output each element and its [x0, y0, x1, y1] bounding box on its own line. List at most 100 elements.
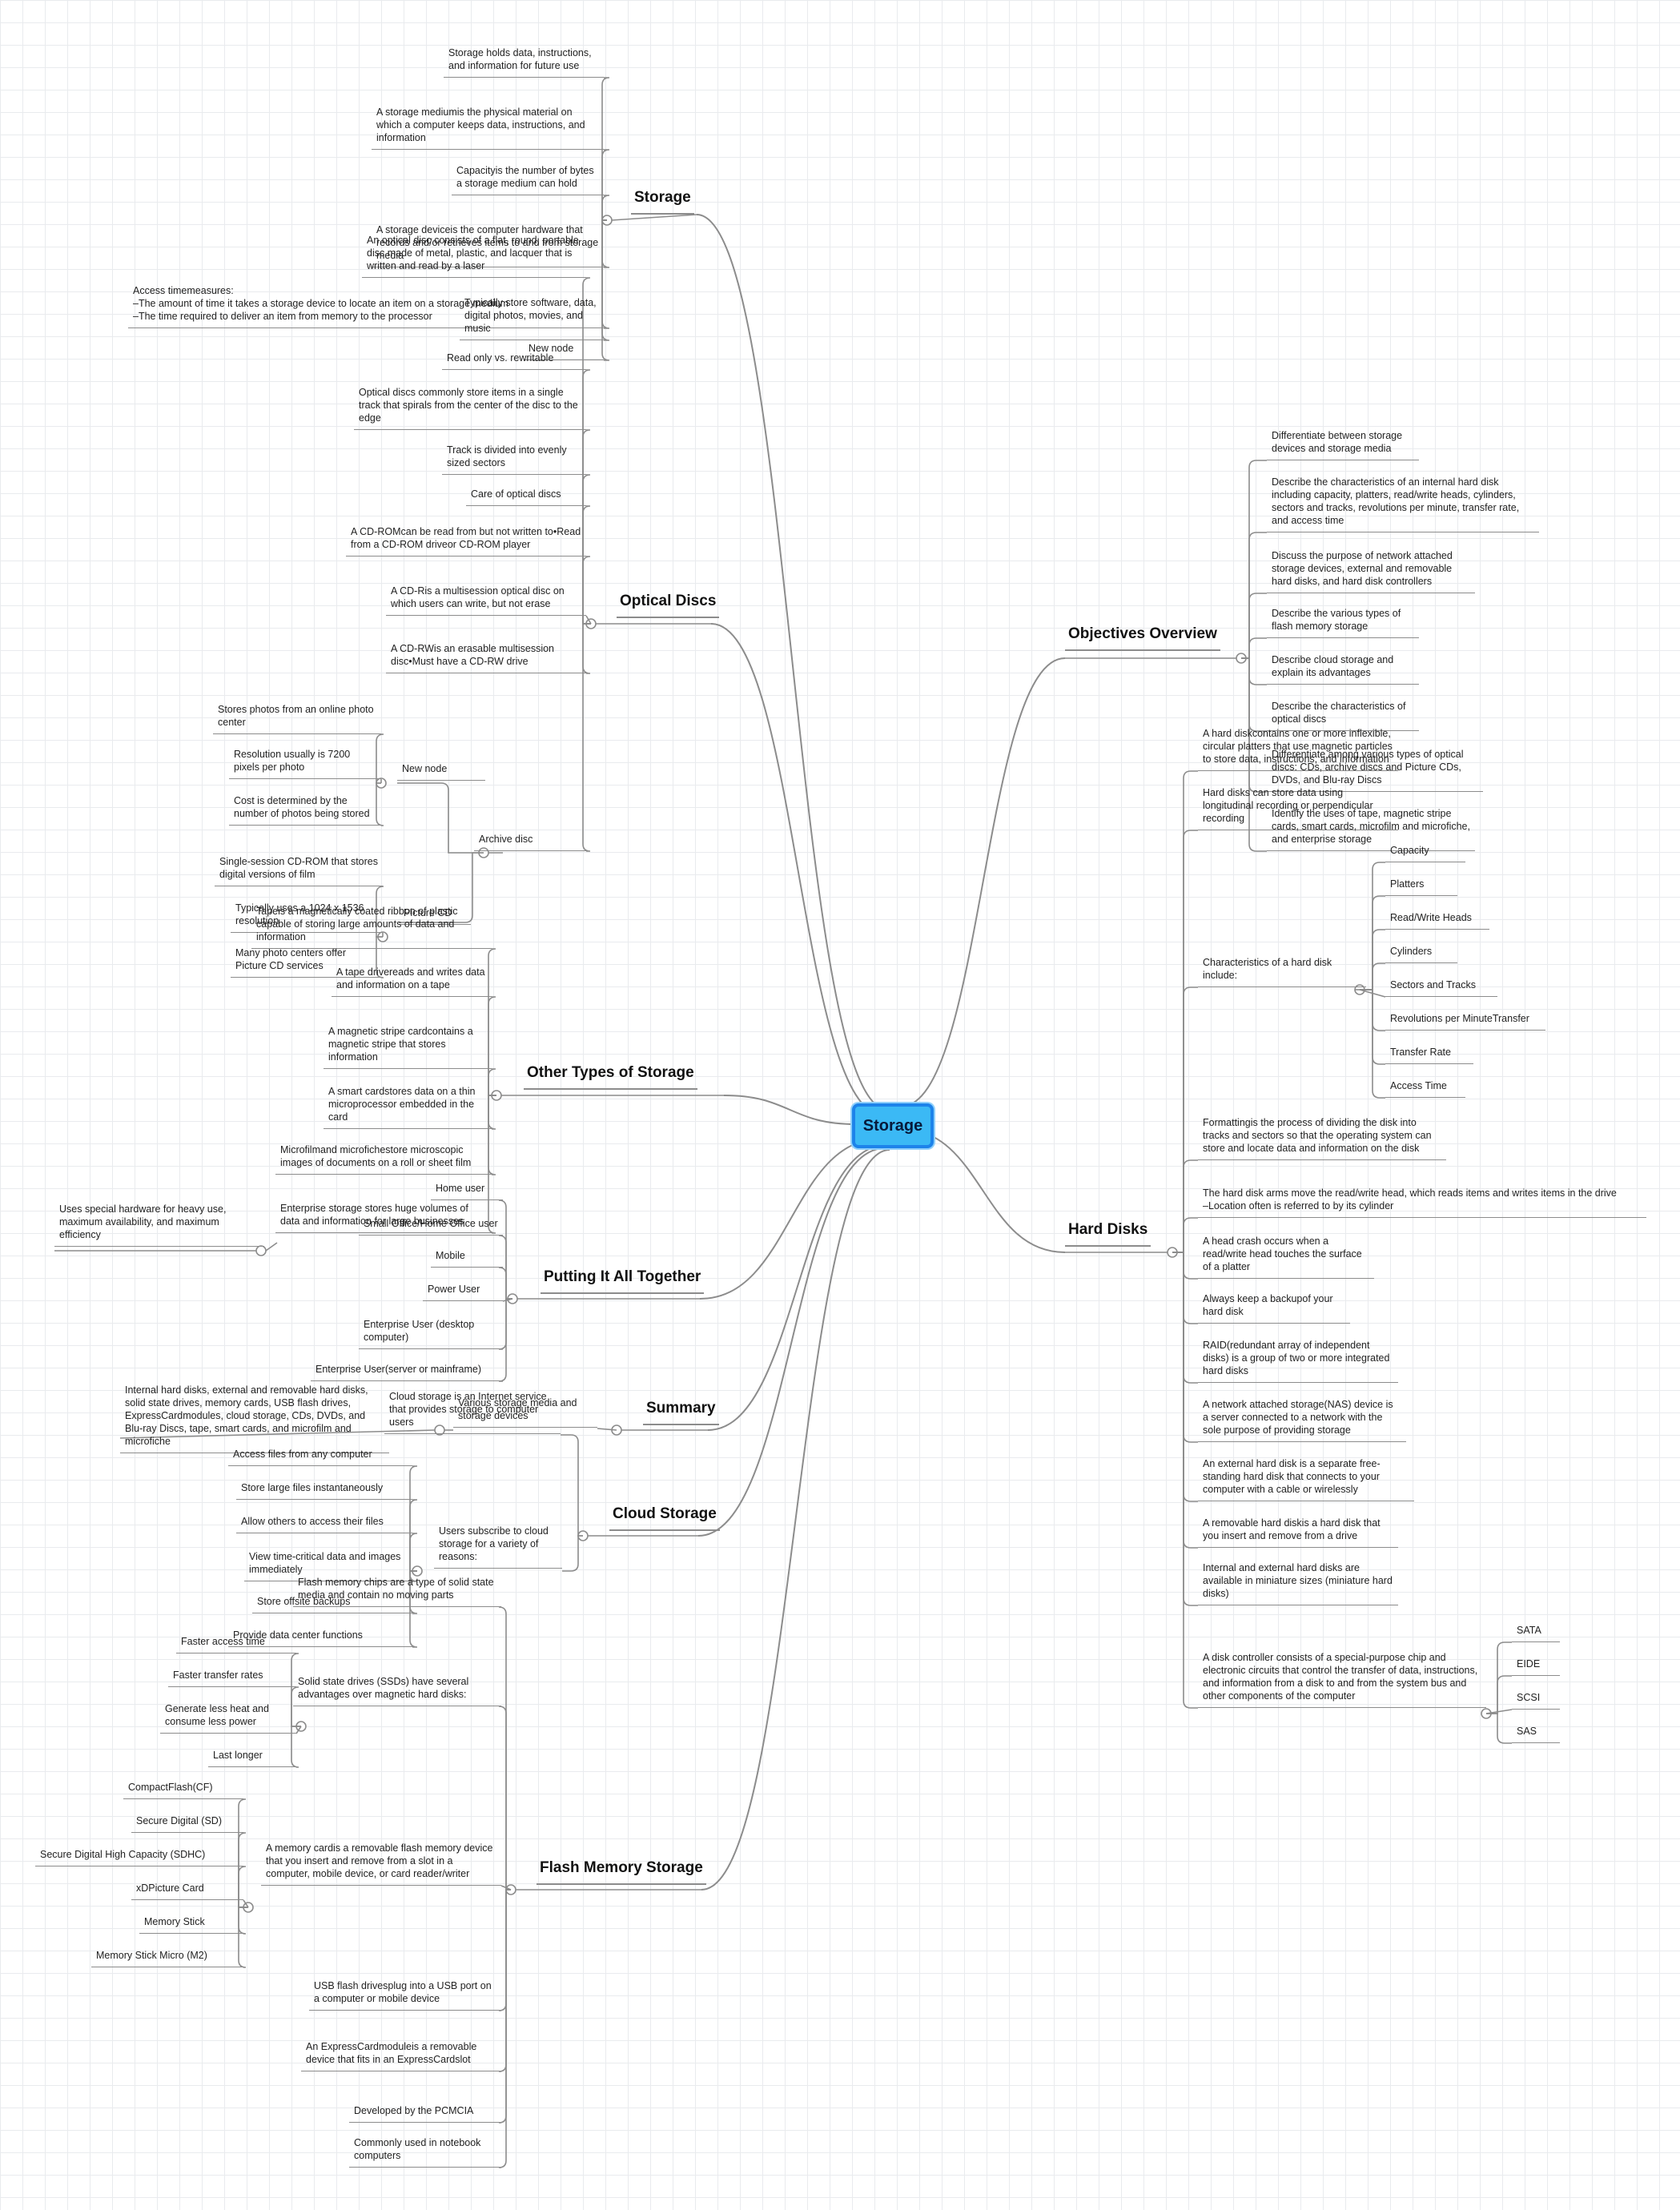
user-type-topic[interactable]: Home user [431, 1180, 503, 1200]
hard-disk-topic[interactable]: RAID(redundant array of independent disk… [1198, 1337, 1398, 1383]
branch-optical-discs[interactable]: Optical Discs [617, 593, 720, 618]
summary-topic[interactable]: Various storage media and storage device… [453, 1395, 597, 1428]
memory-card-topic[interactable]: xDPicture Card [131, 1880, 243, 1900]
picture-cd-topic[interactable]: Single‐session CD‐ROM that stores digita… [215, 854, 383, 886]
summary-detail[interactable]: Internal hard disks, external and remova… [120, 1382, 389, 1453]
archive-new-node[interactable]: New node [397, 761, 485, 781]
optical-disc-topic[interactable]: A CD‐Ris a multisession optical disc on … [386, 583, 586, 616]
branch-putting-it-all-together[interactable]: Putting It All Together [541, 1268, 705, 1294]
enterprise-storage-detail[interactable]: Uses special hardware for heavy use, max… [54, 1201, 264, 1247]
optical-disc-topic[interactable]: Read only vs. rewritable [442, 350, 586, 370]
objective-topic[interactable]: Identify the uses of tape, magnetic stri… [1267, 806, 1475, 851]
user-type-topic[interactable]: Mobile [431, 1248, 503, 1268]
branch-flash-memory-storage[interactable]: Flash Memory Storage [537, 1859, 706, 1885]
hard-disk-topic[interactable]: Internal and external hard disks are ava… [1198, 1560, 1398, 1605]
ssd-advantage-topic[interactable]: Last longer [208, 1747, 296, 1767]
memory-card-topic[interactable]: Secure Digital (SD) [131, 1813, 243, 1833]
hard-disk-topic[interactable]: A removable hard diskis a hard disk that… [1198, 1515, 1398, 1548]
objective-topic[interactable]: Describe the various types of flash memo… [1267, 605, 1419, 638]
user-type-topic[interactable]: Enterprise User (desktop computer) [359, 1316, 503, 1349]
optical-disc-topic[interactable]: A CD‐RWis an erasable multisession disc•… [386, 641, 586, 673]
cloud-reason-topic[interactable]: Store offsite backups [252, 1593, 412, 1613]
other-storage-topic[interactable]: Tapeis a magnetically coated ribbon of p… [251, 903, 492, 949]
hard-disk-characteristic-topic[interactable]: Cylinders [1385, 943, 1457, 963]
picture-cd-node[interactable]: Picture CD [399, 905, 471, 925]
flash-memory-topic[interactable]: Developed by the PCMCIA [349, 2103, 501, 2123]
hard-disk-topic[interactable]: A head crash occurs when a read/write he… [1198, 1233, 1374, 1279]
optical-disc-topic[interactable]: An optical disc consists of a flat, roun… [362, 232, 586, 278]
optical-disc-topic[interactable]: Care of optical discs [466, 486, 586, 506]
hard-disk-characteristic-topic[interactable]: Platters [1385, 876, 1457, 896]
hard-disk-topic[interactable]: A hard diskcontains one or more inflexib… [1198, 725, 1398, 771]
hard-disk-topic[interactable]: A network attached storage(NAS) device i… [1198, 1396, 1406, 1442]
objective-topic[interactable]: Describe the characteristics of an inter… [1267, 474, 1539, 532]
objective-topic[interactable]: Discuss the purpose of network attached … [1267, 548, 1475, 593]
enterprise-storage-collapse-toggle[interactable] [255, 1245, 267, 1256]
user-type-topic[interactable]: Enterprise User(server or mainframe) [311, 1361, 503, 1381]
branch-storage[interactable]: Storage [631, 189, 694, 215]
hard-disk-topic[interactable]: Hard disks can store data using longitud… [1198, 785, 1398, 830]
cloud-reasons-topic[interactable]: Users subscribe to cloud storage for a v… [434, 1523, 562, 1569]
picture-cd-topic[interactable]: Typically uses a 1024 x 1536 resolution [231, 900, 383, 933]
other-storage-topic[interactable]: Microfilmand microfichestore microscopic… [275, 1142, 492, 1175]
storage-topic[interactable]: Access timemeasures: –The amount of time… [128, 283, 604, 328]
hard-disk-characteristic-topic[interactable]: Revolutions per MinuteTransfer [1385, 1011, 1545, 1031]
cloud-reason-topic[interactable]: View time‐critical data and images immed… [244, 1549, 412, 1581]
ssd-advantage-topic[interactable]: Faster transfer rates [168, 1667, 296, 1687]
objective-topic[interactable]: Describe the characteristics of optical … [1267, 698, 1419, 731]
storage-topic[interactable]: New node [524, 340, 604, 360]
hard-disk-characteristic-topic[interactable]: Capacity [1385, 842, 1465, 862]
branch-other-types-of-storage[interactable]: Other Types of Storage [524, 1064, 697, 1090]
flash-memory-topic[interactable]: A memory cardis a removable flash memory… [261, 1840, 501, 1886]
hard-disk-topic[interactable]: Always keep a backupof your hard disk [1198, 1291, 1350, 1324]
branch-hard-disks[interactable]: Hard Disks [1065, 1221, 1151, 1247]
flash-memory-topic[interactable]: USB flash drivesplug into a USB port on … [309, 1978, 501, 2011]
storage-topic[interactable]: Capacityis the number of bytes a storage… [452, 163, 604, 195]
storage-topic[interactable]: A storage deviceis the computer hardware… [372, 222, 604, 267]
user-type-topic[interactable]: Power User [423, 1281, 503, 1301]
root-node[interactable]: Storage [852, 1103, 934, 1148]
flash-memory-topic[interactable]: Solid state drives (SSDs) have several a… [293, 1674, 501, 1706]
hard-disk-characteristic-topic[interactable]: Read/Write Heads [1385, 910, 1489, 930]
objective-topic[interactable]: Differentiate between storage devices an… [1267, 428, 1419, 460]
cloud-reason-topic[interactable]: Allow others to access their files [236, 1513, 412, 1533]
optical-disc-topic[interactable]: Track is divided into evenly sized secto… [442, 442, 586, 475]
memory-card-topic[interactable]: Memory Stick Micro (M2) [91, 1947, 243, 1967]
hard-disk-topic[interactable]: Characteristics of a hard disk include: [1198, 954, 1366, 987]
hard-disk-characteristic-topic[interactable]: Sectors and Tracks [1385, 977, 1497, 997]
ssd-advantage-topic[interactable]: Generate less heat and consume less powe… [160, 1701, 296, 1734]
disk-controller-type[interactable]: EIDE [1512, 1656, 1560, 1676]
other-storage-topic[interactable]: A tape drivereads and writes data and in… [332, 964, 492, 997]
objective-topic[interactable]: Differentiate among various types of opt… [1267, 746, 1483, 792]
branch-objectives-overview[interactable]: Objectives Overview [1065, 625, 1220, 651]
other-storage-topic[interactable]: A smart cardstores data on a thin microp… [324, 1083, 492, 1129]
other-storage-topic[interactable]: Enterprise storage stores huge volumes o… [275, 1200, 492, 1233]
other-storage-topic[interactable]: A magnetic stripe cardcontains a magneti… [324, 1023, 492, 1069]
memory-card-topic[interactable]: Secure Digital High Capacity (SDHC) [35, 1846, 243, 1866]
cloud-reason-topic[interactable]: Access files from any computer [228, 1446, 412, 1466]
hard-disk-topic[interactable]: An external hard disk is a separate free… [1198, 1456, 1414, 1501]
optical-disc-topic[interactable]: Optical discs commonly store items in a … [354, 384, 586, 430]
optical-disc-topic[interactable]: Archive disc [474, 831, 586, 851]
storage-topic[interactable]: Storage holds data, instructions, and in… [444, 45, 604, 78]
cloud-storage-topic[interactable]: Cloud storage is an Internet service tha… [384, 1388, 561, 1434]
storage-topic[interactable]: Typically store software, data, digital … [460, 295, 604, 340]
memory-card-topic[interactable]: Memory Stick [139, 1914, 243, 1934]
disk-controller-type[interactable]: SCSI [1512, 1690, 1560, 1710]
objective-topic[interactable]: Describe cloud storage and explain its a… [1267, 652, 1419, 685]
cloud-reason-topic[interactable]: Provide data center functions [228, 1627, 412, 1647]
archive-photo-topic[interactable]: Resolution usually is 7200 pixels per ph… [229, 746, 381, 779]
branch-cloud-storage[interactable]: Cloud Storage [609, 1505, 720, 1531]
hard-disk-topic[interactable]: Formattingis the process of dividing the… [1198, 1115, 1446, 1160]
cloud-reason-topic[interactable]: Store large files instantaneously [236, 1480, 412, 1500]
flash-memory-topic[interactable]: Flash memory chips are a type of solid s… [293, 1574, 501, 1607]
user-type-topic[interactable]: Small Office/Home Office user [359, 1216, 503, 1236]
picture-cd-topic[interactable]: Many photo centers offer Picture CD serv… [231, 945, 383, 978]
flash-memory-topic[interactable]: Commonly used in notebook computers [349, 2135, 501, 2168]
storage-topic[interactable]: A storage mediumis the physical material… [372, 104, 604, 150]
hard-disk-characteristic-topic[interactable]: Transfer Rate [1385, 1044, 1473, 1064]
ssd-advantage-topic[interactable]: Faster access time [176, 1633, 296, 1653]
branch-summary[interactable]: Summary [643, 1400, 719, 1425]
flash-memory-topic[interactable]: An ExpressCardmoduleis a removable devic… [301, 2039, 501, 2071]
hard-disk-topic[interactable]: A disk controller consists of a special‐… [1198, 1649, 1486, 1708]
